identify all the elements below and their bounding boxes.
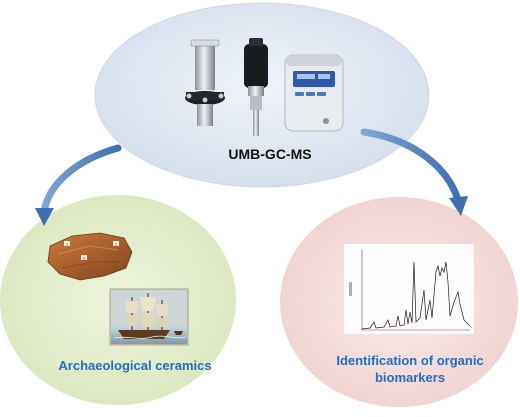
arrow-top-to-right [360, 128, 468, 216]
extraction-vessel-icon [185, 39, 225, 126]
top-node-label: UMB-GC-MS [228, 146, 312, 162]
ultrasonic-probe-icon [244, 38, 268, 136]
right-node-label: Identification of organic biomarkers [336, 353, 484, 385]
sherd-marker-2: 2 [115, 242, 118, 247]
arrow-top-to-left [35, 144, 122, 226]
left-node-label: Archaeological ceramics [58, 358, 212, 373]
sherd-marker-3: 3 [83, 256, 86, 261]
sherd-marker-1: 1 [66, 242, 69, 247]
ceramic-sherd-photo: 1 2 3 [47, 232, 133, 281]
ship-painting-photo [109, 288, 189, 346]
controller-unit-icon [284, 54, 344, 132]
chromatogram-image [344, 244, 474, 334]
